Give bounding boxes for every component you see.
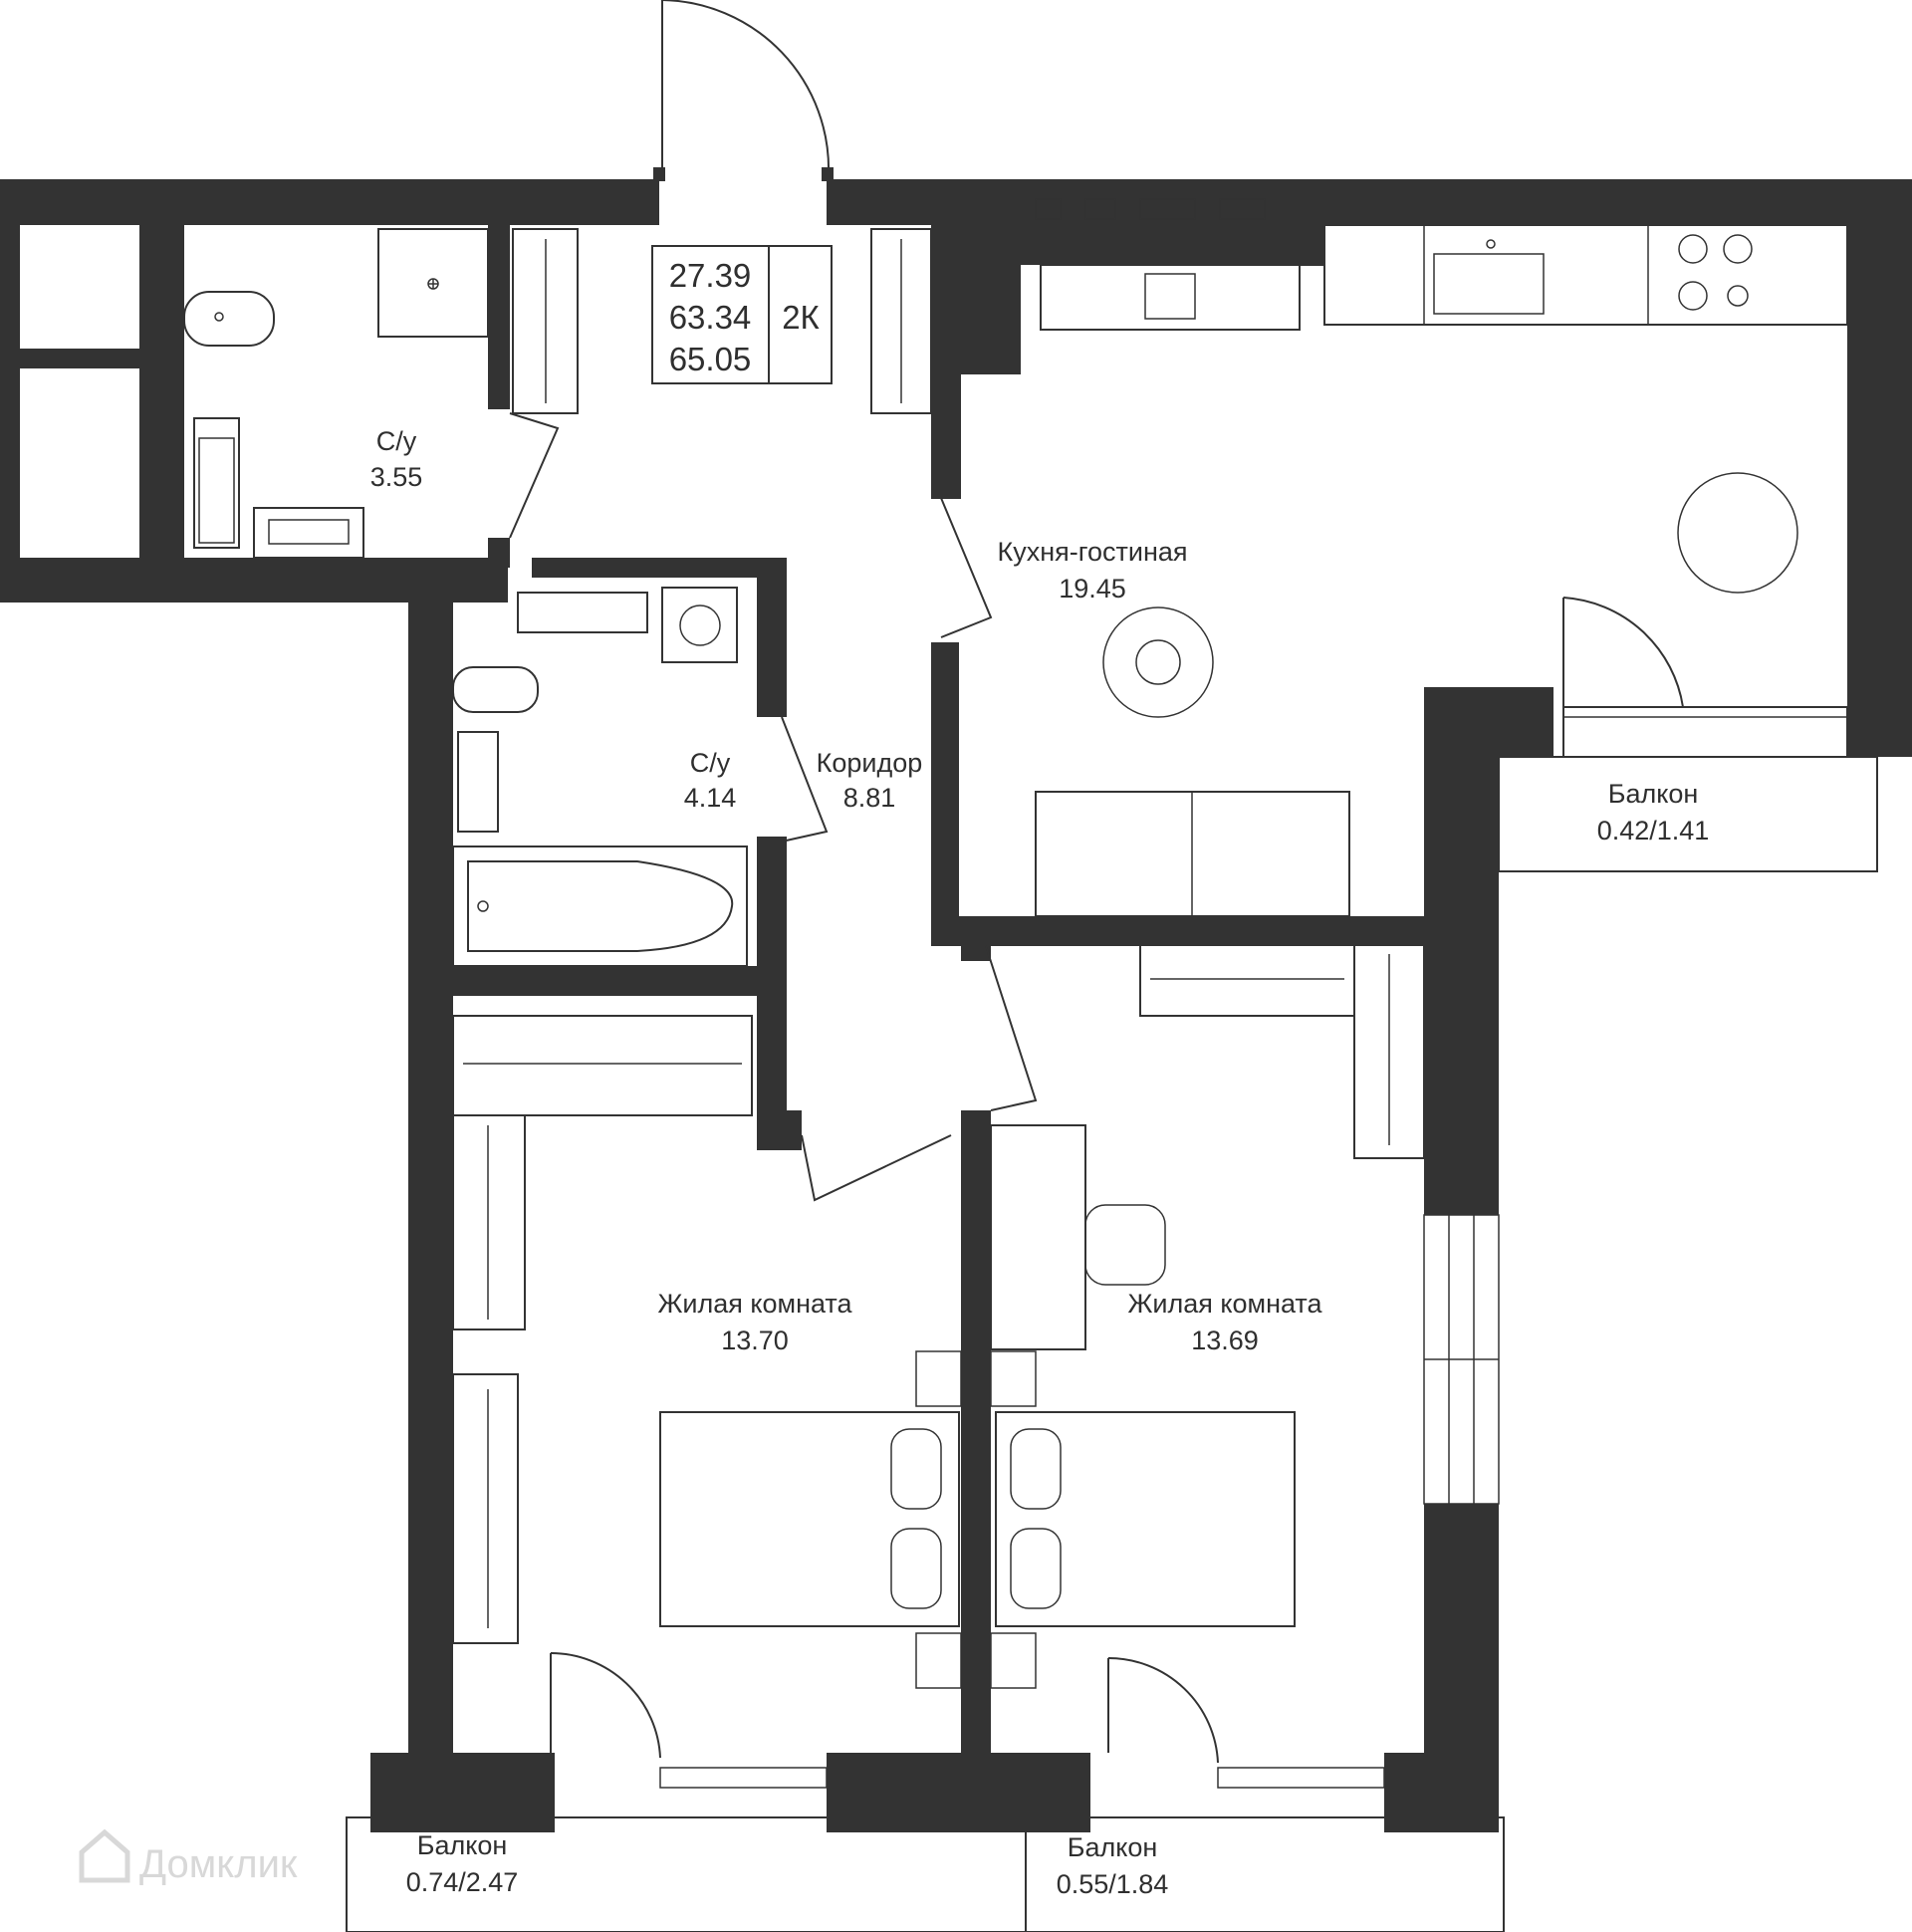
watermark: Домклик: [79, 1828, 298, 1886]
room-name-living-1: Жилая комната: [657, 1289, 852, 1319]
room-area-balcony-2: 0.74/2.47: [406, 1867, 519, 1897]
summary-total-area: 63.34: [669, 299, 752, 336]
bedroom-fixtures: [452, 1124, 1385, 1789]
walls: [0, 179, 1912, 1832]
room-labels: С/у 3.55 Кухня-гостиная 19.45 С/у 4.14 К…: [370, 426, 1710, 1899]
wardrobes: [452, 228, 1425, 1330]
entrance-door: [653, 0, 834, 181]
room-area-living-2: 13.69: [1191, 1326, 1259, 1355]
room-area-corridor: 8.81: [843, 783, 896, 813]
summary-total-area-with-balconies: 65.05: [669, 341, 752, 377]
summary-living-area: 27.39: [669, 257, 752, 294]
watermark-text: Домклик: [139, 1842, 298, 1886]
room-area-wc1: 3.55: [370, 462, 423, 492]
summary-room-type: 2К: [782, 299, 820, 336]
room-name-living-2: Жилая комната: [1127, 1289, 1322, 1319]
summary-box: 27.39 63.34 65.05 2К: [651, 245, 833, 384]
room-name-wc1: С/у: [376, 426, 417, 456]
room-name-balcony-3: Балкон: [1068, 1832, 1158, 1862]
room-name-balcony-1: Балкон: [1608, 779, 1699, 809]
watermark-house-icon: [79, 1828, 130, 1883]
windows: [1035, 198, 1500, 1505]
wc1-fixtures: [183, 228, 489, 559]
interior-doors: [509, 412, 1038, 1202]
bottom-balconies: [346, 1816, 1505, 1932]
room-area-living-1: 13.70: [721, 1326, 789, 1355]
room-name-kitchen-living: Кухня-гостиная: [997, 537, 1187, 567]
room-area-balcony-3: 0.55/1.84: [1057, 1869, 1169, 1899]
room-name-wc2: С/у: [690, 748, 731, 778]
kitchen-fixtures: [1035, 224, 1878, 917]
room-area-balcony-1: 0.42/1.41: [1597, 816, 1710, 845]
room-area-wc2: 4.14: [684, 783, 737, 813]
room-area-kitchen-living: 19.45: [1059, 574, 1126, 604]
room-name-balcony-2: Балкон: [417, 1830, 508, 1860]
room-name-corridor: Коридор: [817, 748, 923, 778]
wc2-fixtures: [452, 587, 748, 967]
